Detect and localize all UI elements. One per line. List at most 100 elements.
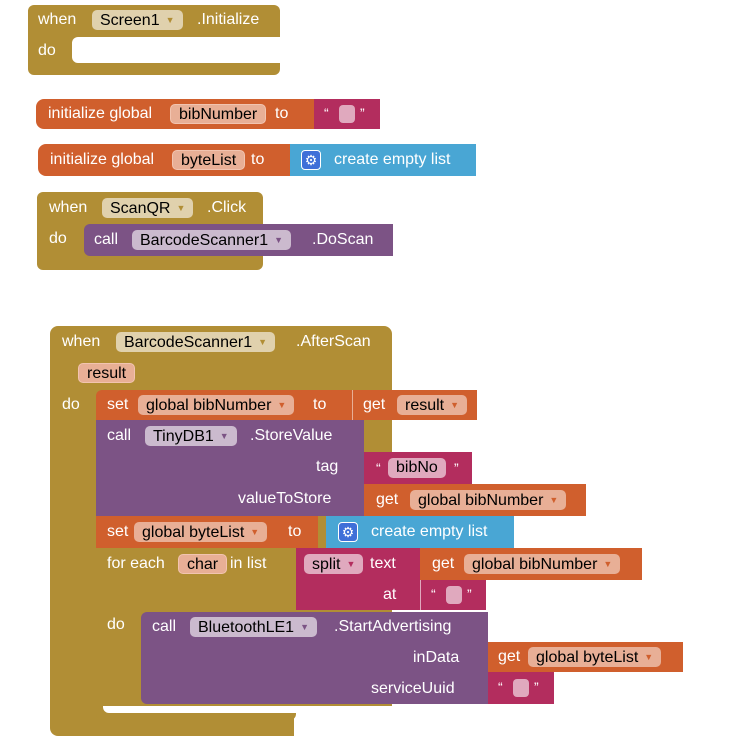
get-result-block[interactable]: get result▼ bbox=[352, 390, 477, 420]
variable-dropdown[interactable]: global bibNumber ▼ bbox=[410, 490, 567, 510]
component-name: BluetoothLE1 bbox=[198, 619, 295, 636]
get-label: get bbox=[376, 491, 399, 508]
variable-name: global bibNumber bbox=[418, 492, 544, 509]
to-label: to bbox=[288, 523, 302, 540]
get-global-bibnumber-block[interactable]: get global bibNumber ▼ bbox=[420, 548, 642, 580]
event-name: .Click bbox=[207, 199, 247, 216]
component-name: ScanQR bbox=[110, 200, 171, 217]
text-block-empty[interactable]: “ ” bbox=[420, 580, 486, 610]
component-dropdown[interactable]: TinyDB1 ▼ bbox=[145, 426, 237, 446]
split-dropdown[interactable]: split ▼ bbox=[304, 554, 364, 574]
list-label: create empty list bbox=[371, 523, 488, 540]
for-each-label: for each bbox=[107, 555, 165, 572]
dropdown-arrow-icon: ▼ bbox=[274, 235, 284, 245]
set-label: set bbox=[107, 396, 129, 413]
do-label: do bbox=[107, 616, 125, 633]
service-uuid-label: serviceUuid bbox=[371, 680, 455, 697]
init-global-bytelist-block[interactable]: initialize global byteList to bbox=[38, 144, 290, 176]
text-value-field[interactable] bbox=[446, 586, 462, 604]
close-quote: ” bbox=[360, 105, 365, 121]
at-label: at bbox=[383, 586, 397, 603]
do-label: do bbox=[62, 396, 80, 413]
variable-name: global byteList bbox=[142, 524, 245, 541]
method-name: .DoScan bbox=[312, 231, 374, 248]
set-global-bytelist-block[interactable]: set global byteList▼ to bbox=[96, 516, 318, 548]
method-name: .StartAdvertising bbox=[334, 618, 452, 635]
call-bluetoothle-startadvertising-block[interactable]: call BluetoothLE1 ▼ .StartAdvertising inD… bbox=[141, 612, 488, 704]
text-block-empty[interactable]: “ ” bbox=[488, 672, 554, 704]
value-to-store-label: valueToStore bbox=[238, 490, 332, 507]
call-label: call bbox=[107, 427, 132, 444]
call-label: call bbox=[94, 231, 119, 248]
variable-name-field[interactable]: byteList bbox=[172, 150, 246, 170]
gear-icon[interactable]: ⚙ bbox=[301, 150, 321, 170]
loop-variable-field[interactable]: char bbox=[178, 554, 228, 574]
get-label: get bbox=[498, 648, 521, 665]
component-dropdown[interactable]: BarcodeScanner1 ▼ bbox=[132, 230, 292, 250]
close-quote: ” bbox=[454, 460, 459, 476]
dropdown-arrow-icon: ▼ bbox=[644, 652, 654, 662]
component-name: TinyDB1 bbox=[153, 428, 214, 445]
split-label: split bbox=[312, 556, 341, 573]
init-label: initialize global bbox=[50, 151, 155, 168]
variable-name: global bibNumber bbox=[472, 556, 598, 573]
variable-dropdown[interactable]: global bibNumber▼ bbox=[138, 395, 295, 415]
call-barcodescanner-doscan-block[interactable]: call BarcodeScanner1 ▼ .DoScan bbox=[84, 224, 393, 256]
text-value-field[interactable]: bibNo bbox=[388, 458, 446, 478]
create-empty-list-block[interactable]: ⚙ create empty list bbox=[290, 144, 476, 176]
component-name: Screen1 bbox=[100, 12, 160, 29]
to-label: to bbox=[251, 151, 265, 168]
variable-name: result bbox=[405, 397, 445, 414]
event-name: .Initialize bbox=[197, 11, 260, 28]
to-label: to bbox=[313, 396, 327, 413]
dropdown-arrow-icon: ▼ bbox=[603, 559, 613, 569]
text-value-field[interactable] bbox=[339, 105, 355, 123]
variable-dropdown[interactable]: global byteList▼ bbox=[528, 647, 662, 667]
get-label: get bbox=[432, 555, 455, 572]
param-result[interactable]: result bbox=[78, 363, 136, 383]
open-quote: “ bbox=[324, 105, 329, 121]
dropdown-arrow-icon: ▼ bbox=[450, 400, 460, 410]
variable-dropdown[interactable]: result ▼ bbox=[397, 395, 468, 415]
text-block-empty[interactable]: “ ” bbox=[314, 99, 380, 129]
variable-name-field[interactable]: bibNumber bbox=[170, 104, 267, 124]
dropdown-arrow-icon: ▼ bbox=[219, 431, 229, 441]
in-data-label: inData bbox=[413, 649, 460, 666]
gear-icon[interactable]: ⚙ bbox=[338, 522, 358, 542]
text-value-field[interactable] bbox=[513, 679, 529, 697]
in-list-label: in list bbox=[230, 555, 267, 572]
variable-dropdown[interactable]: global bibNumber ▼ bbox=[464, 554, 621, 574]
text-block-bibno[interactable]: “ bibNo ” bbox=[364, 452, 472, 484]
call-label: call bbox=[152, 618, 177, 635]
when-label: when bbox=[38, 11, 77, 28]
get-global-bytelist-block[interactable]: get global byteList▼ bbox=[488, 642, 683, 672]
component-dropdown[interactable]: Screen1 ▼ bbox=[92, 10, 183, 30]
init-global-bibnumber-block[interactable]: initialize global bibNumber to bbox=[36, 99, 314, 129]
background-gap bbox=[294, 706, 392, 736]
create-empty-list-block[interactable]: ⚙ create empty list bbox=[326, 516, 514, 548]
list-label: create empty list bbox=[334, 151, 451, 168]
set-global-bibnumber-block[interactable]: set global bibNumber▼ to bbox=[96, 390, 352, 420]
split-text-block[interactable]: split▼ text at bbox=[296, 548, 420, 610]
event-name: .AfterScan bbox=[296, 333, 371, 350]
dropdown-arrow-icon: ▼ bbox=[549, 495, 559, 505]
dropdown-arrow-icon: ▼ bbox=[346, 559, 356, 569]
do-label: do bbox=[38, 42, 56, 59]
tag-label: tag bbox=[316, 458, 339, 475]
do-slot[interactable] bbox=[72, 37, 280, 63]
dropdown-arrow-icon: ▼ bbox=[300, 622, 309, 632]
for-each-bottom-gap bbox=[103, 706, 296, 713]
method-name: .StoreValue bbox=[250, 427, 333, 444]
component-dropdown[interactable]: BarcodeScanner1▼ bbox=[116, 332, 276, 352]
get-global-bibnumber-block[interactable]: get global bibNumber ▼ bbox=[364, 484, 586, 516]
dropdown-arrow-icon: ▼ bbox=[165, 15, 175, 25]
call-tinydb-storevalue-block[interactable]: call TinyDB1 ▼ .StoreValue tag valueToSto… bbox=[96, 420, 364, 516]
event-block-screen1-initialize[interactable]: when Screen1 ▼ .Initialize do bbox=[28, 5, 280, 75]
open-quote: “ bbox=[376, 460, 381, 476]
component-dropdown[interactable]: BluetoothLE1 ▼ bbox=[190, 617, 317, 637]
component-name: BarcodeScanner1 bbox=[140, 232, 269, 249]
variable-dropdown[interactable]: global byteList▼ bbox=[134, 522, 268, 542]
when-label: when bbox=[62, 333, 101, 350]
close-quote: ” bbox=[467, 586, 472, 602]
component-dropdown[interactable]: ScanQR▼ bbox=[102, 198, 194, 218]
